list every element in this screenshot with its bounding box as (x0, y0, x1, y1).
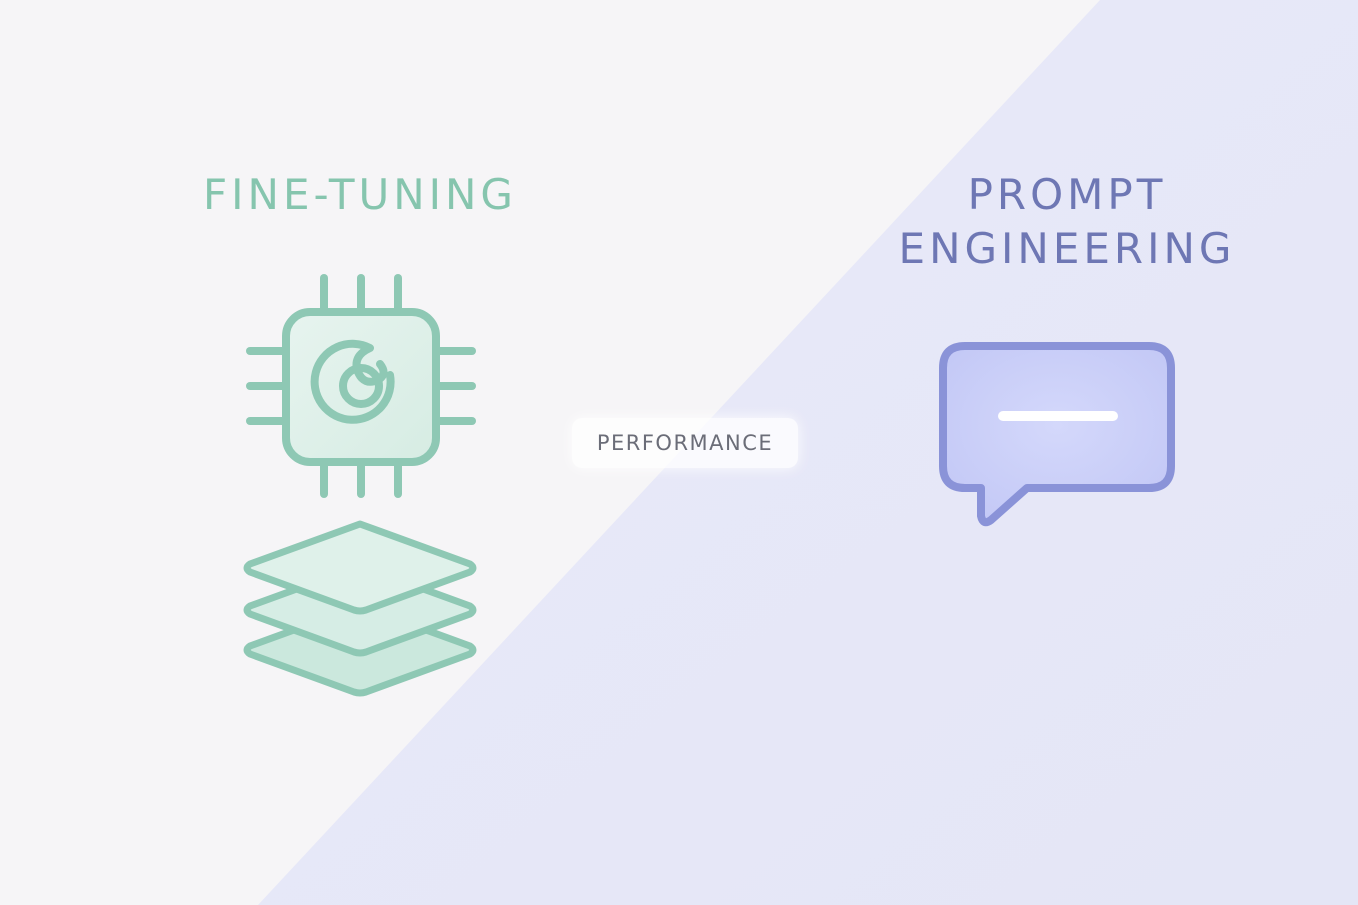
prompt-engineering-title-line1: PROMPT (967, 170, 1167, 219)
chat-bubble-icon (939, 342, 1175, 527)
prompt-engineering-title: PROMPT ENGINEERING (867, 168, 1267, 276)
layers-icon (243, 520, 477, 697)
fine-tuning-title: FINE-TUNING (203, 170, 517, 219)
performance-label: PERFORMANCE (572, 418, 798, 468)
prompt-engineering-title-line2: ENGINEERING (898, 224, 1236, 273)
chip-icon (246, 274, 476, 498)
